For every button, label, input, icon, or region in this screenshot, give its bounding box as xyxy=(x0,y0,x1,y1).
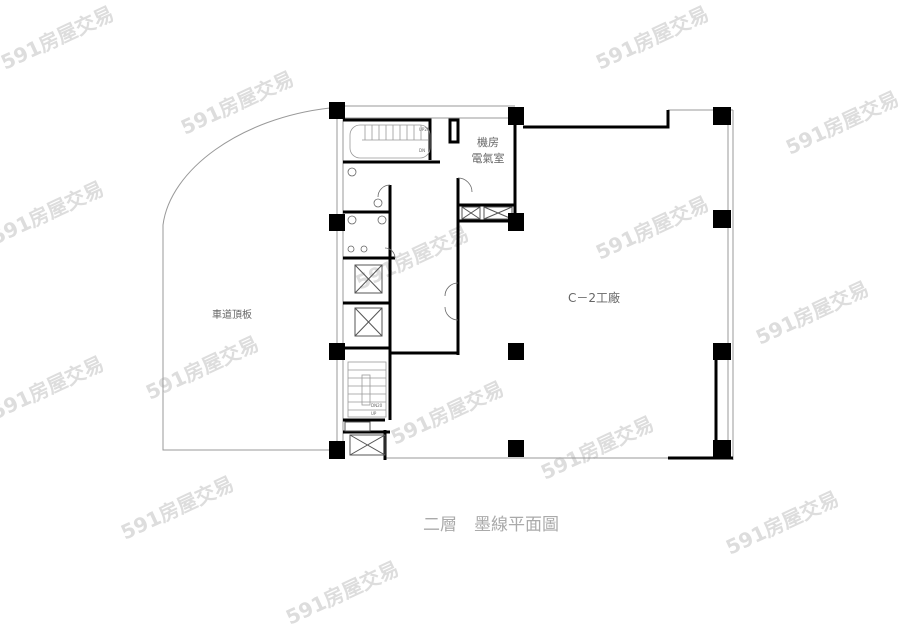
factory-label: C－2工廠 xyxy=(568,290,620,305)
watermark: 591房屋交易 xyxy=(282,556,402,629)
watermark: 591房屋交易 xyxy=(752,276,872,349)
watermark: 591房屋交易 xyxy=(592,1,712,74)
machine-room-label: 機房 xyxy=(477,135,499,149)
watermark: 591房屋交易 xyxy=(0,351,107,424)
walls xyxy=(343,110,733,460)
columns xyxy=(329,102,731,459)
watermark: 591房屋交易 xyxy=(0,176,107,249)
watermark: 591房屋交易 xyxy=(0,1,117,74)
elevators xyxy=(344,206,513,456)
watermark: 591房屋交易 xyxy=(142,331,262,404)
electrical-room-label: 電氣室 xyxy=(472,151,505,165)
stair-label: UP xyxy=(371,411,377,416)
watermark: 591房屋交易 xyxy=(177,66,297,139)
watermark: 591房屋交易 xyxy=(537,411,657,484)
watermark: 591房屋交易 xyxy=(782,86,900,159)
stair-top xyxy=(349,124,431,159)
plan-title: 二層 墨線平面圖 xyxy=(423,515,559,535)
watermark: 591房屋交易 xyxy=(722,486,842,559)
ramp-roof-label: 車道頂板 xyxy=(212,308,252,321)
stair-bottom xyxy=(347,361,387,418)
watermark: 591房屋交易 xyxy=(592,191,712,264)
stair-label: DN20 xyxy=(371,403,383,408)
fixtures xyxy=(347,167,473,321)
stair-label: DN xyxy=(419,148,425,153)
stair-label: UP26 xyxy=(419,127,430,132)
watermark: 591房屋交易 xyxy=(387,376,507,449)
ramp-outline xyxy=(162,107,331,451)
watermark: 591房屋交易 xyxy=(117,471,237,544)
outer-walls xyxy=(336,105,734,460)
